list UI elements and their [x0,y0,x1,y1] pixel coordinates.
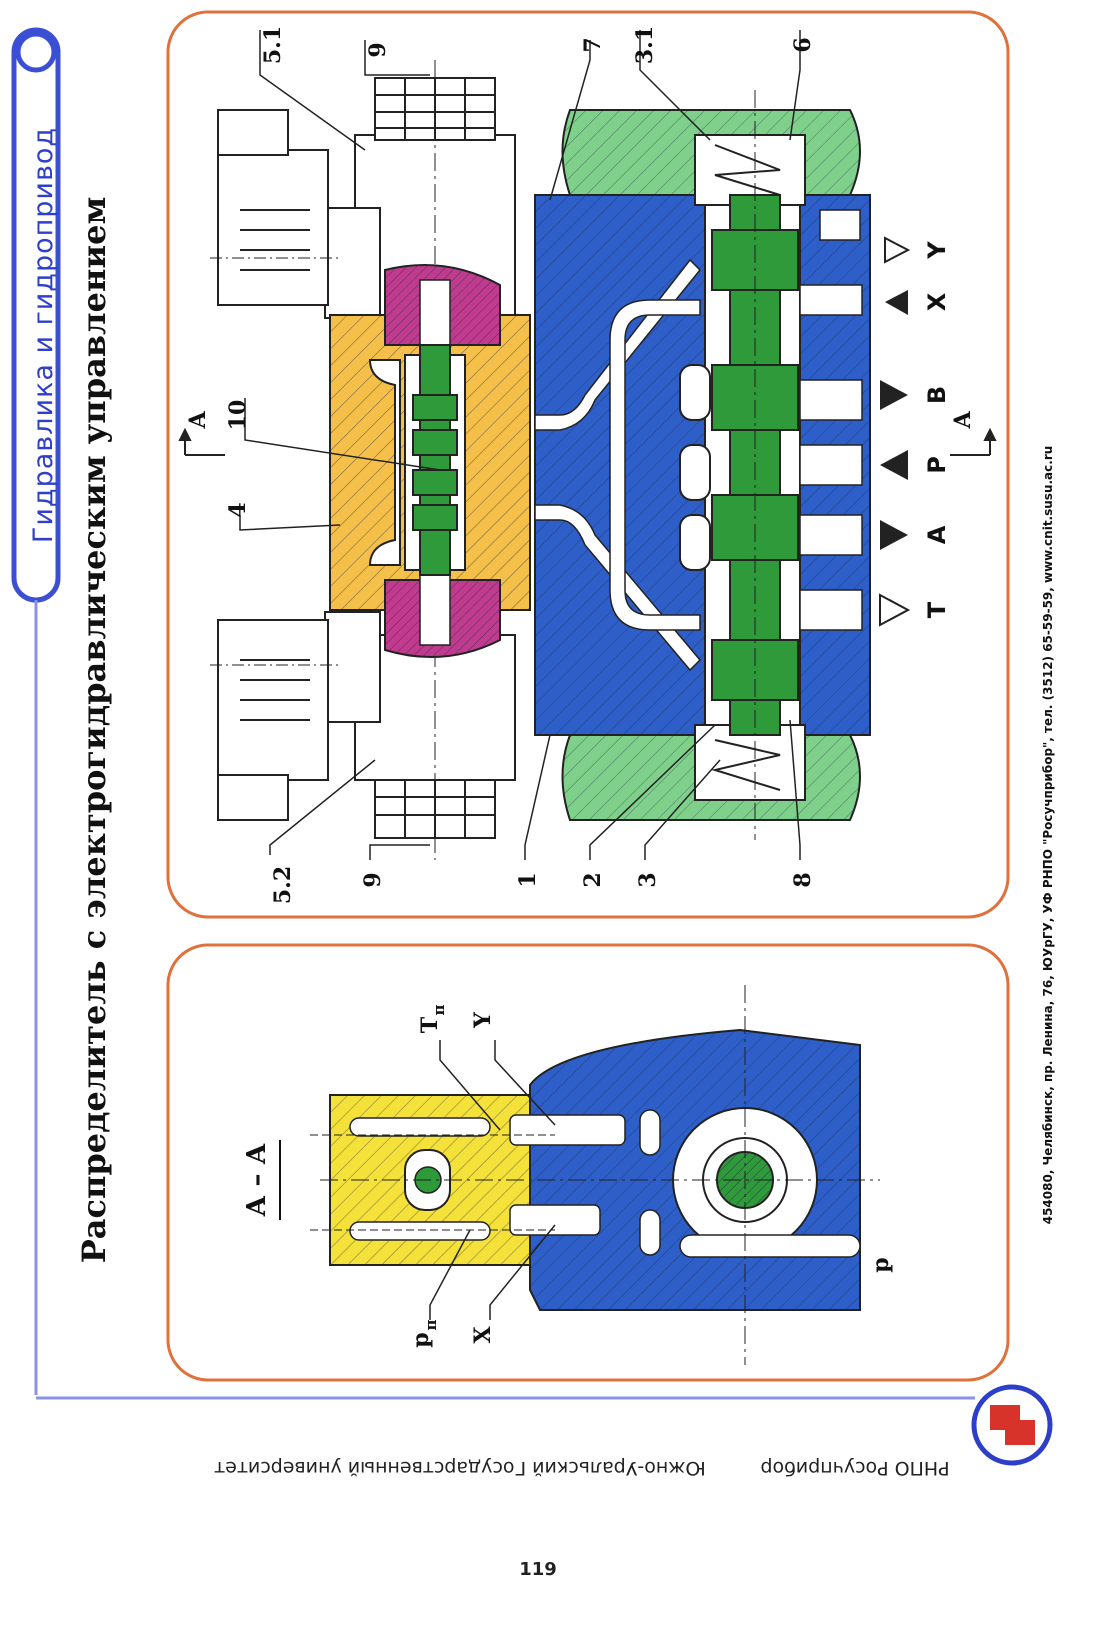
port-label-y: Y [923,241,951,260]
page-title: Распределитель с электрогидравлическим у… [75,197,113,1264]
page-number: 119 [519,1559,557,1580]
port-label-a: A [923,525,951,544]
label-t-p-sub: п [430,1004,448,1015]
port-y-symbol [884,236,911,264]
port-p-symbol [880,450,908,480]
callout-8: 8 [790,872,816,887]
main-valve-body [534,194,871,736]
port-a-symbol [880,520,908,550]
callout-3: 3 [635,872,661,887]
callout-10: 10 [225,400,251,431]
section-marks [178,427,997,456]
port-label-x: X [923,292,951,311]
section-mark-top: A [185,411,211,430]
footer-university: Южно-Уральский Государственный университ… [214,1457,706,1479]
callout-7: 7 [580,37,606,52]
header-category: Гидравлика и гидропривод [28,127,59,543]
label-p-p: р [408,1332,434,1347]
logo-icon [990,1405,1035,1445]
label-t-p: Т [417,1016,443,1033]
port-label-t: T [923,601,951,618]
callout-labels: 5.1 9 10 4 7 3.1 6 5.2 9 1 2 3 8 [225,26,816,904]
pilot-valve [329,264,531,659]
header-pill-end [15,31,57,73]
callout-5-1: 5.1 [260,26,286,64]
label-x: X [470,1326,496,1344]
callout-4: 4 [225,502,251,517]
end-cap-lower [561,724,861,821]
port-x-symbol [885,290,908,315]
label-p: p [868,1257,894,1272]
callout-5-2: 5.2 [270,866,296,904]
port-t-symbol [879,593,911,627]
port-labels: T A P B X Y [923,241,951,618]
port-label-p: P [923,456,951,474]
port-label-b: B [923,386,951,404]
footer-address: 454080, Челябинск, пр. Ленина, 76, ЮУрГУ… [1041,446,1055,1225]
callout-6: 6 [790,37,816,52]
port-symbols [879,236,911,627]
callout-9-bottom: 9 [360,872,386,887]
callout-9-top: 9 [365,42,391,57]
main-diagram-panel: T A P B X Y A A [166,10,1010,919]
callout-3-1: 3.1 [632,26,658,64]
callout-1: 1 [515,872,541,887]
label-p-p-sub: п [422,1319,440,1330]
footer-org: РНПО Росучприбор [760,1457,949,1479]
label-y: Y [470,1012,496,1029]
section-mark-bottom: A [950,411,976,430]
footer: 454080, Челябинск, пр. Ленина, 76, ЮУрГУ… [36,446,1055,1580]
callout-leaders [239,30,801,860]
section-panel: А – А Т п Y р п X p [166,943,1010,1382]
end-cap-upper [561,109,861,206]
header: Гидравлика и гидропривод Распределитель … [11,27,113,1395]
section-title: А – А [242,1143,272,1216]
callout-2: 2 [580,872,606,887]
port-b-symbol [880,380,908,410]
